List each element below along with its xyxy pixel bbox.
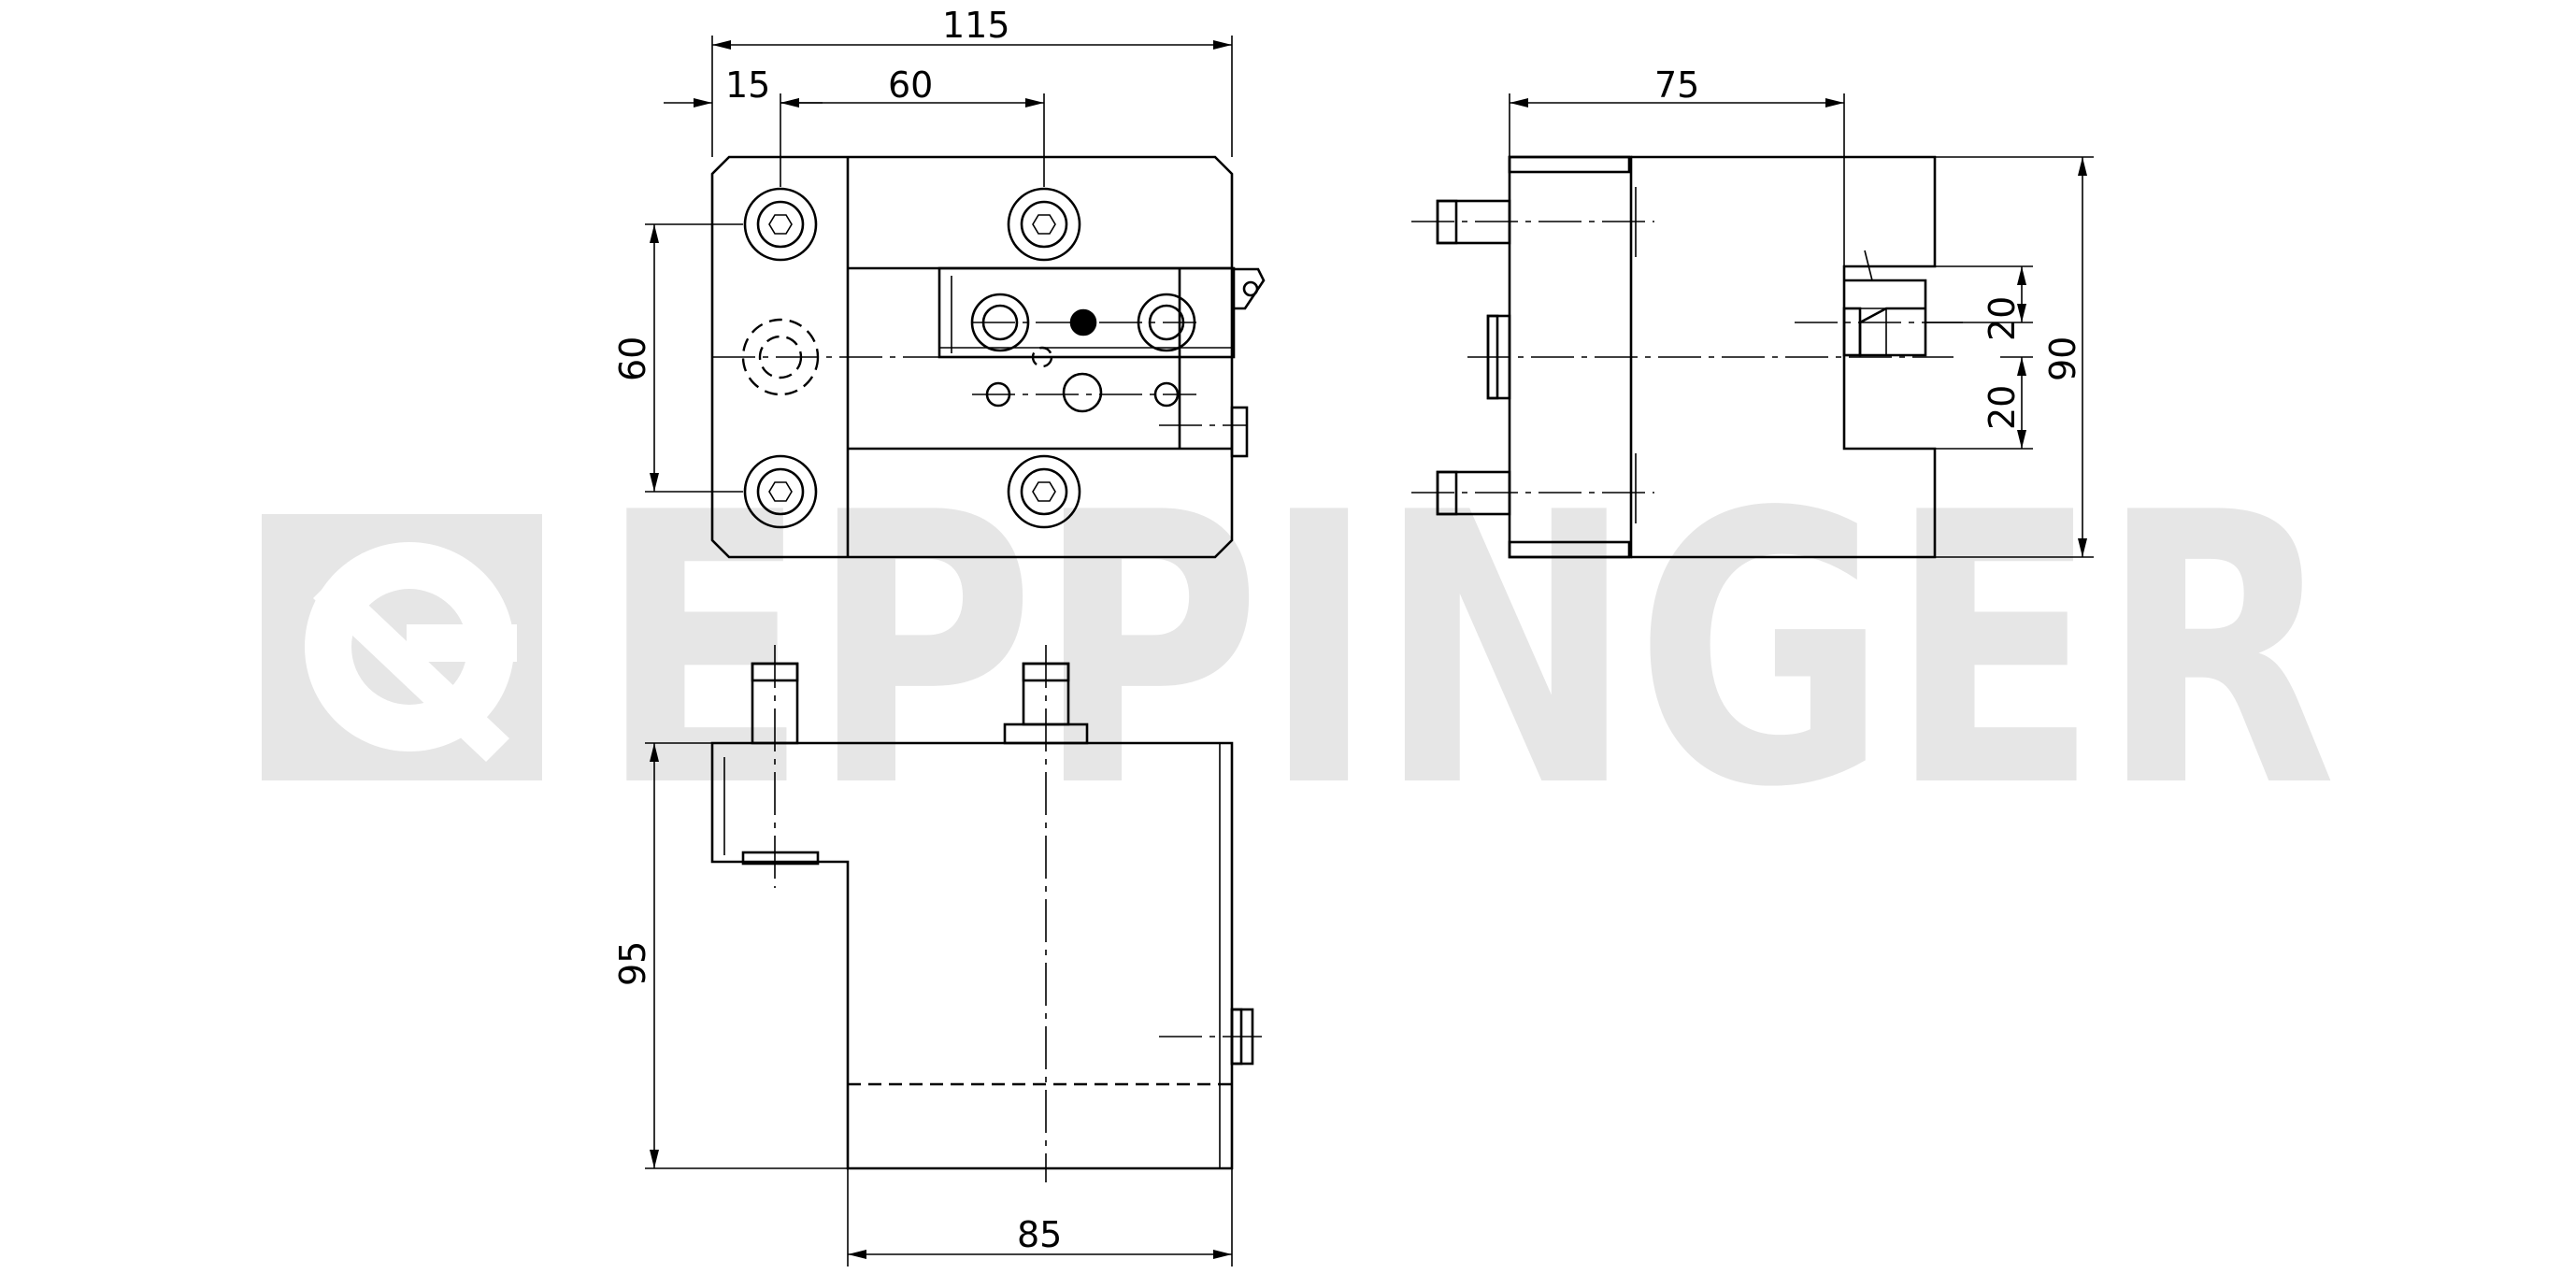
dim-front-height-spacing: 60 bbox=[612, 336, 653, 381]
bolt-bottom-right bbox=[1007, 454, 1081, 529]
side-view-dimensions: 75 90 20 20 bbox=[1509, 64, 2094, 558]
dim-step-lower: 20 bbox=[1982, 385, 2023, 430]
dim-bolt-spacing: 60 bbox=[888, 64, 933, 106]
bolt-bottom-left bbox=[743, 454, 818, 529]
dim-side-height: 90 bbox=[2042, 336, 2083, 381]
front-clamp-block bbox=[937, 266, 1236, 359]
front-plate-outline bbox=[710, 155, 1234, 559]
watermark-text: EPPINGER bbox=[598, 435, 2337, 869]
dim-offset-left: 15 bbox=[725, 64, 770, 106]
side-view bbox=[1411, 155, 1963, 559]
dim-overall-width: 115 bbox=[942, 5, 1010, 46]
dim-bottom-width: 85 bbox=[1017, 1214, 1062, 1255]
dim-step-upper: 20 bbox=[1982, 296, 2023, 341]
front-view bbox=[710, 155, 1266, 559]
bolt-top-left bbox=[743, 187, 818, 262]
side-body-right bbox=[1631, 155, 1937, 559]
watermark: EPPINGER bbox=[262, 435, 2337, 869]
dim-bottom-height: 95 bbox=[612, 941, 653, 986]
bottom-view-dimensions: 95 85 bbox=[612, 742, 1233, 1267]
eppinger-logo-icon bbox=[262, 514, 542, 780]
front-view-dimensions: 115 15 60 60 bbox=[612, 5, 1233, 493]
bolt-top-right bbox=[1007, 187, 1081, 262]
dim-side-depth: 75 bbox=[1654, 64, 1699, 106]
